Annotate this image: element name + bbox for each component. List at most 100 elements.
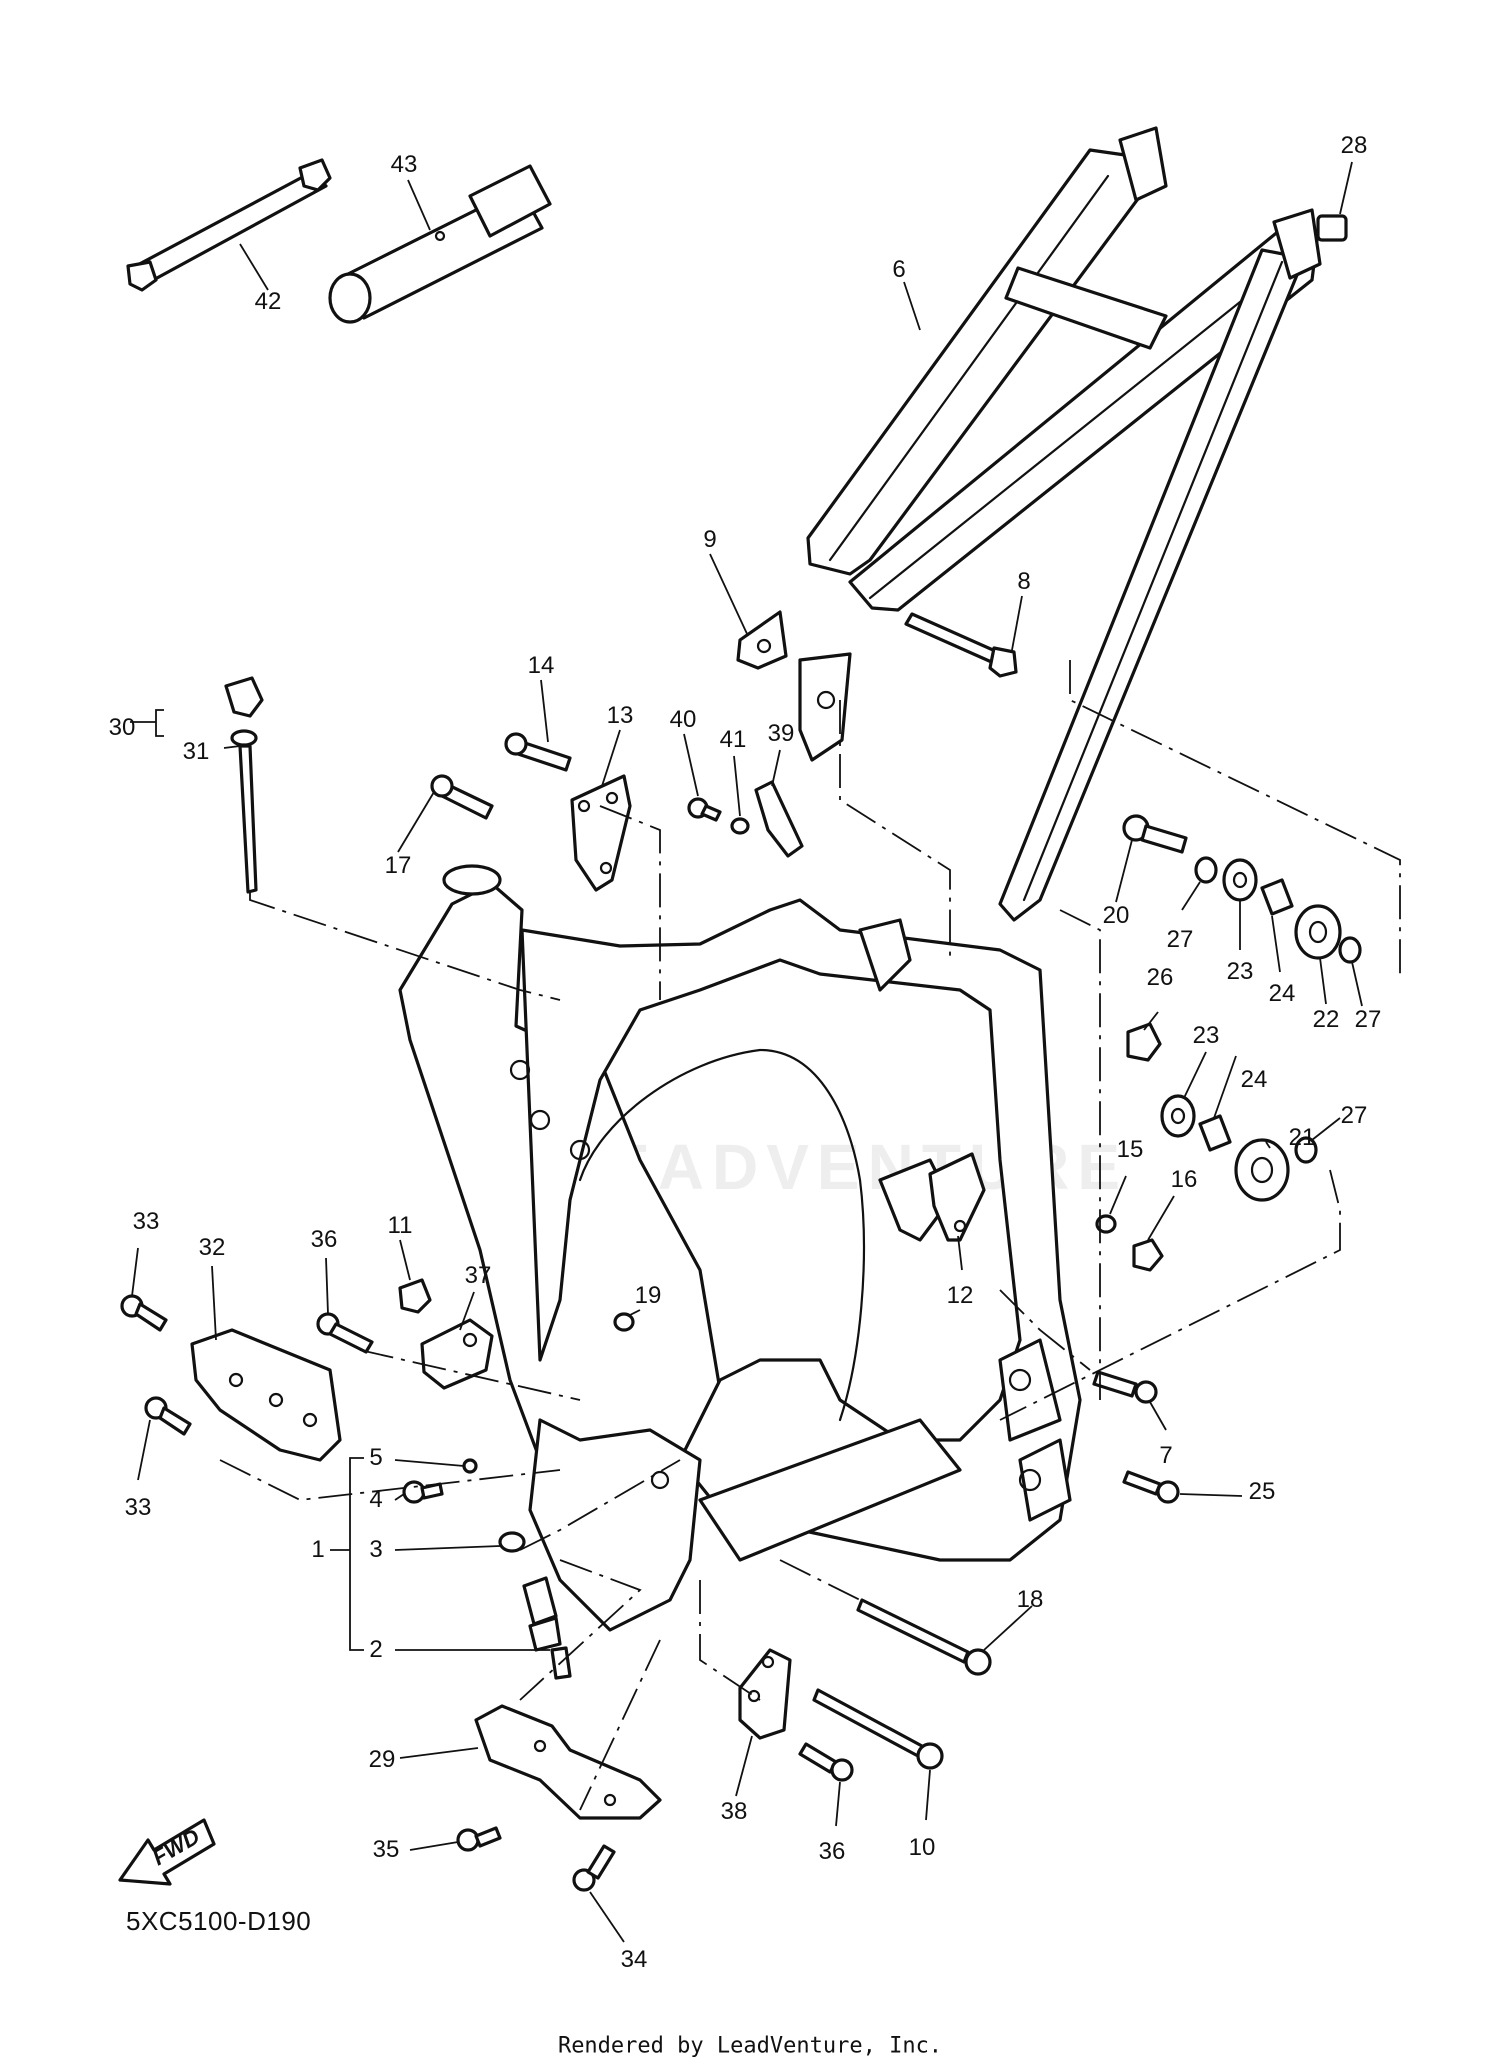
washer-forty-one	[730, 817, 750, 835]
callout-17: 17	[384, 852, 412, 879]
callout-11: 11	[387, 1212, 413, 1239]
callout-20: 20	[1102, 902, 1130, 929]
callout-16: 16	[1170, 1166, 1198, 1193]
bushing-twenty-four-low	[1198, 1114, 1232, 1152]
callout-19: 19	[634, 1282, 662, 1309]
bolt-thirty-three-low	[144, 1396, 192, 1436]
callout-5: 5	[369, 1444, 383, 1471]
bolt-fourteen	[504, 732, 572, 772]
clip-thirty-nine	[754, 780, 804, 858]
callout-34: 34	[620, 1946, 648, 1973]
diagram-code: 5XC5100-D190	[126, 1906, 312, 1936]
callout-21: 21	[1288, 1124, 1316, 1151]
washer-three	[498, 1531, 526, 1553]
dipstick	[224, 676, 264, 894]
bolt-seven	[1092, 1370, 1158, 1404]
long-bolt-eighteen	[856, 1598, 992, 1676]
callout-37: 37	[464, 1262, 492, 1289]
bolt-thirty-five	[456, 1826, 502, 1852]
bolt-forty	[687, 797, 722, 822]
callout-36-top: 36	[310, 1226, 338, 1253]
callout-7: 7	[1159, 1442, 1173, 1469]
callout-1: 1	[311, 1536, 325, 1563]
bolt-thirty-four	[572, 1844, 616, 1892]
collar-twenty-three-low	[1160, 1094, 1196, 1138]
callout-33-top: 33	[132, 1208, 160, 1235]
callout-25: 25	[1248, 1478, 1276, 1505]
washer-twenty-seven-top	[1194, 856, 1218, 884]
bracket-nine	[736, 610, 788, 670]
callout-42: 42	[254, 288, 282, 315]
callout-38: 38	[720, 1798, 748, 1825]
callout-14: 14	[527, 652, 555, 679]
callout-39: 39	[767, 720, 795, 747]
callout-29: 29	[368, 1746, 396, 1773]
collar-twenty-one	[1234, 1138, 1290, 1202]
bolt-thirty-three-top	[120, 1294, 168, 1332]
long-bolt-eight	[904, 612, 1018, 678]
drain-bolt-two	[522, 1576, 572, 1680]
collar-twenty-two	[1294, 904, 1342, 960]
nut-nineteen	[613, 1312, 635, 1332]
callout-12: 12	[946, 1282, 974, 1309]
bushing-twenty-four-top	[1260, 878, 1294, 916]
bolt-thirty-six-low	[798, 1742, 854, 1782]
callout-3: 3	[369, 1536, 383, 1563]
skid-guard-thirty-two	[190, 1328, 342, 1462]
render-credit: Rendered by LeadVenture, Inc.	[557, 2033, 943, 2059]
callout-27-low: 27	[1340, 1102, 1368, 1129]
callout-28: 28	[1340, 132, 1368, 159]
bolt-thirty-six-top	[316, 1312, 374, 1354]
callout-9: 9	[703, 526, 717, 553]
socket-tool	[328, 164, 552, 324]
callout-23-low: 23	[1192, 1022, 1220, 1049]
nut-twenty-six	[1126, 1022, 1162, 1062]
callout-23-top: 23	[1226, 958, 1254, 985]
callout-2: 2	[369, 1636, 383, 1663]
bolt-twenty-five	[1122, 1470, 1180, 1504]
callout-24-top: 24	[1268, 980, 1296, 1007]
bracket-twelve	[928, 1152, 986, 1242]
nut-sixteen	[1132, 1238, 1164, 1272]
leader-lines	[130, 161, 1363, 1943]
bolt-twenty	[1122, 814, 1188, 854]
callout-15: 15	[1116, 1136, 1144, 1163]
callout-33-low: 33	[124, 1494, 152, 1521]
nut-eleven	[398, 1278, 432, 1314]
bolt-four	[402, 1480, 444, 1504]
callout-40: 40	[669, 706, 697, 733]
washer-fifteen	[1095, 1214, 1117, 1234]
callout-41: 41	[719, 726, 747, 753]
fwd-arrow-icon: FWD	[118, 1818, 216, 1886]
washer-twenty-seven-mid	[1338, 936, 1362, 964]
clip-five	[462, 1458, 478, 1474]
callout-27-mid: 27	[1354, 1006, 1382, 1033]
callout-36-low: 36	[818, 1838, 846, 1865]
rubber-cap	[1316, 214, 1348, 242]
spanner-wrench	[126, 158, 332, 292]
callout-27-top: 27	[1166, 926, 1194, 953]
engine-mount-bracket-thirteen	[570, 774, 632, 892]
washer-twenty-seven-low	[1294, 1136, 1318, 1164]
bracket-thirty-eight	[738, 1648, 792, 1740]
callout-6: 6	[892, 256, 906, 283]
long-bolt-ten	[812, 1688, 944, 1770]
callout-10: 10	[908, 1834, 936, 1861]
callout-32: 32	[198, 1234, 226, 1261]
callout-35: 35	[372, 1836, 400, 1863]
callout-8: 8	[1017, 568, 1031, 595]
main-frame	[398, 864, 1082, 1632]
callout-18: 18	[1016, 1586, 1044, 1613]
callout-43: 43	[390, 151, 418, 178]
assembly-lines	[219, 660, 1401, 1811]
rear-subframe	[798, 126, 1322, 922]
callout-31: 31	[182, 738, 210, 765]
callout-26: 26	[1146, 964, 1174, 991]
callout-30: 30	[108, 714, 136, 741]
callout-4: 4	[369, 1486, 383, 1513]
bolt-seventeen	[430, 774, 494, 820]
callout-24-low: 24	[1240, 1066, 1268, 1093]
bracket-thirty-seven	[420, 1318, 494, 1390]
